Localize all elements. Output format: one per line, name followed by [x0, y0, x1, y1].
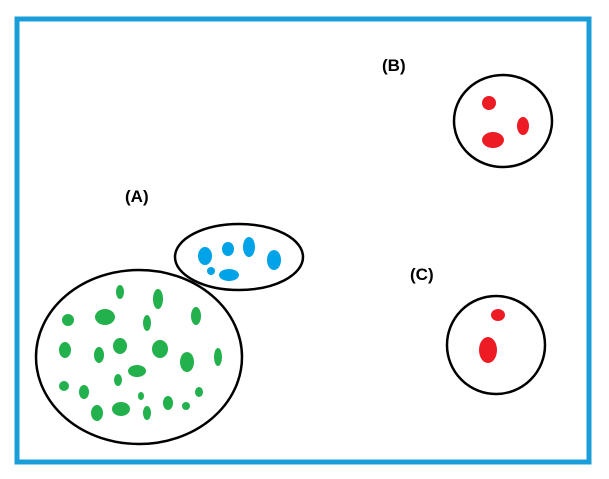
blue-dot-6	[207, 267, 215, 275]
green-dot-11	[180, 352, 194, 372]
cluster-a-large-outline	[34, 268, 244, 446]
blue-dot-2	[222, 242, 234, 256]
red-dot-b-3	[482, 132, 504, 148]
blue-dot-1	[198, 247, 212, 265]
cluster-c-outline	[445, 294, 547, 396]
blue-dot-3	[243, 237, 255, 257]
cluster-a-small-outline	[173, 222, 305, 292]
red-dot-b-2	[517, 117, 529, 135]
green-dot-20	[163, 396, 173, 410]
green-dots	[59, 285, 222, 421]
green-dot-15	[79, 385, 89, 399]
green-dot-19	[143, 406, 151, 420]
green-dot-21	[182, 402, 190, 410]
green-dot-16	[114, 374, 122, 386]
blue-dots	[198, 237, 281, 281]
cluster-b-dots	[482, 96, 529, 148]
green-dot-1	[116, 285, 124, 299]
green-dot-9	[152, 340, 168, 358]
blue-dot-4	[267, 250, 281, 270]
green-dot-8	[113, 338, 127, 354]
green-dot-14	[59, 381, 69, 391]
cluster-a-large	[34, 268, 244, 446]
green-dot-6	[191, 307, 201, 325]
red-dot-c-2	[479, 337, 497, 363]
green-dot-4	[95, 309, 115, 325]
red-dot-c-1	[491, 309, 505, 321]
green-dot-22	[195, 387, 203, 397]
green-dot-5	[143, 315, 151, 331]
label-a: (A)	[125, 187, 149, 206]
green-dot-12	[214, 348, 222, 366]
green-dot-18	[112, 402, 130, 416]
label-c: (C)	[410, 265, 434, 284]
green-dot-2	[153, 289, 163, 309]
blue-dot-5	[219, 269, 239, 281]
green-dot-17	[91, 405, 103, 421]
cluster-b-outline	[452, 73, 554, 169]
red-dot-b-1	[482, 96, 496, 110]
cluster-b	[452, 73, 554, 169]
cluster-a-small	[173, 222, 305, 292]
label-b: (B)	[382, 56, 406, 75]
cluster-c-dots	[479, 309, 505, 363]
green-dot-13	[128, 365, 146, 377]
green-dot-23	[138, 392, 144, 400]
frame-border	[14, 16, 592, 465]
green-dot-10	[94, 347, 104, 363]
green-dot-3	[62, 314, 74, 326]
cluster-c	[445, 294, 547, 396]
green-dot-7	[59, 342, 71, 358]
